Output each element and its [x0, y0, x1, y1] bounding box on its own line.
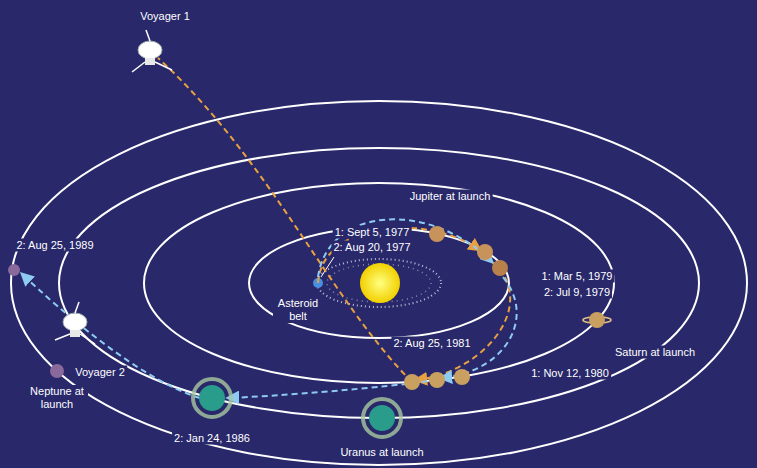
voyager2-spacecraft	[55, 302, 95, 344]
planet-label: Saturn at launch	[613, 346, 697, 359]
date-label: 2: Aug 25, 1981	[391, 337, 472, 350]
jupiter	[477, 244, 493, 260]
voyager1-spacecraft	[132, 30, 172, 72]
sun	[360, 263, 400, 303]
date-label: 1: Nov 12, 1980	[529, 367, 611, 380]
neptune-orbit	[11, 101, 747, 465]
craft-label: Voyager 2	[73, 366, 127, 379]
region-label: Asteroid belt	[273, 297, 323, 323]
uranus	[193, 379, 231, 417]
neptune	[8, 264, 20, 276]
date-label: 2: Jan 24, 1986	[172, 432, 252, 445]
jupiter-orbit	[249, 228, 509, 338]
jupiter	[492, 260, 508, 276]
date-label: 1: Sept 5, 1977	[333, 226, 412, 239]
asteroid-belt	[317, 259, 441, 307]
craft-label: Voyager 1	[138, 10, 192, 23]
planet-label: Neptune at launch	[26, 385, 88, 411]
planet-label: Uranus at launch	[338, 446, 425, 459]
uranus	[363, 399, 401, 437]
jupiter	[429, 226, 445, 242]
date-label: 2: Aug 20, 1977	[331, 241, 412, 254]
saturn-orbit	[144, 183, 614, 383]
date-label: 1: Mar 5, 1979	[540, 270, 615, 283]
voyager2-trajectory	[22, 219, 517, 398]
uranus-orbit	[59, 148, 699, 418]
date-label: 2: Aug 25, 1989	[14, 239, 95, 252]
planet-label: Jupiter at launch	[408, 190, 493, 203]
orbits	[11, 101, 747, 465]
voyager1-trajectory	[158, 58, 510, 382]
saturn	[404, 369, 470, 390]
saturn	[583, 312, 611, 328]
date-label: 2: Jul 9, 1979	[542, 286, 612, 299]
neptune	[50, 364, 64, 378]
